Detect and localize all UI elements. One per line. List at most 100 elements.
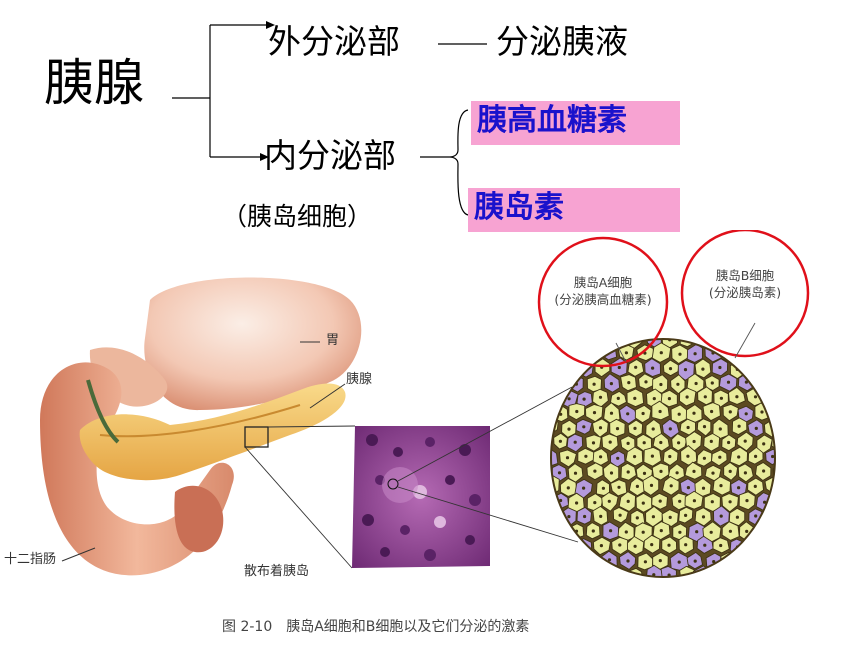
cell-nucleus (618, 513, 622, 517)
pancreas-leader (309, 383, 346, 409)
cell-nucleus (582, 425, 586, 429)
cell-nucleus (598, 395, 603, 399)
cell-nucleus (598, 426, 603, 430)
cell-nucleus (635, 484, 640, 488)
b-cell-name: 胰岛B细胞 (715, 268, 775, 283)
stomach-label: 胃 (326, 333, 340, 348)
b-cell-pointer (734, 322, 756, 359)
cell-nucleus (566, 486, 570, 490)
cell-nucleus (617, 365, 621, 370)
cell-nucleus (650, 454, 655, 458)
cell-nucleus (744, 412, 748, 416)
cell-nucleus (718, 365, 722, 370)
cell-nucleus (582, 545, 586, 549)
cell-nucleus (710, 500, 714, 504)
cell-nucleus (593, 501, 597, 505)
cell-nucleus (719, 543, 723, 548)
islets-label: 散布着胰岛 (244, 564, 310, 579)
pancreas-figure (40, 230, 810, 578)
cell-nucleus (763, 500, 767, 504)
cell-nucleus (735, 395, 739, 399)
cell-nucleus (701, 573, 705, 577)
cell-nucleus (615, 427, 620, 431)
a-cell-secretion: (分泌胰高血糖素) (554, 291, 652, 307)
pancreas-label: 胰腺 (346, 372, 373, 387)
cell-nucleus (591, 441, 596, 445)
cell-nucleus (593, 469, 597, 473)
cell-nucleus (726, 380, 731, 384)
cell-nucleus (651, 515, 656, 519)
cell-nucleus (607, 558, 612, 562)
cell-nucleus (626, 559, 630, 563)
cell-nucleus (641, 530, 645, 534)
pancreas-title: 胰腺 (44, 54, 144, 112)
cell-nucleus (693, 559, 697, 563)
cell-nucleus (677, 412, 681, 416)
cell-nucleus (616, 456, 620, 460)
b-cell-label: 胰岛B细胞 (分泌胰岛素) (692, 268, 798, 302)
cell-nucleus (626, 441, 630, 445)
duodenum-leader (61, 547, 96, 562)
cell-nucleus (659, 529, 663, 533)
cell-nucleus (633, 339, 637, 341)
cell-nucleus (745, 499, 749, 503)
cell-nucleus (727, 440, 731, 445)
cell-nucleus (624, 351, 629, 355)
a-cell-pointer (615, 342, 627, 363)
islet-zoom-lower (397, 486, 579, 543)
cell-nucleus (582, 486, 586, 490)
cell-nucleus (762, 469, 766, 473)
cell-nucleus (617, 485, 621, 489)
cell-nucleus (743, 439, 747, 443)
cell-nucleus (675, 471, 679, 475)
cell-nucleus (711, 471, 715, 475)
cell-nucleus (567, 515, 571, 519)
cell-nucleus (668, 367, 673, 371)
cell-nucleus (601, 486, 606, 490)
cell-nucleus (627, 381, 631, 385)
pancreatic-duct (99, 404, 301, 438)
cell-nucleus (692, 439, 696, 444)
figure-caption: 图 2-10 胰岛A细胞和B细胞以及它们分泌的激素 (222, 619, 530, 635)
cell-nucleus (686, 454, 690, 458)
cell-nucleus (607, 499, 611, 503)
cell-nucleus (728, 410, 732, 414)
cell-nucleus (667, 397, 672, 401)
exocrine-product: 分泌胰液 (496, 22, 628, 61)
cell-nucleus (635, 516, 639, 520)
cell-nucleus (762, 442, 766, 446)
cell-nucleus (557, 471, 562, 475)
cell-nucleus (599, 455, 603, 459)
cell-nucleus (692, 499, 697, 503)
cell-nucleus (744, 380, 749, 384)
cell-nucleus (701, 515, 706, 519)
cell-nucleus (582, 397, 586, 401)
cell-nucleus (633, 544, 637, 548)
cell-nucleus (678, 499, 682, 503)
cell-nucleus (771, 454, 775, 459)
hormone-glucagon: 胰高血糖素 (471, 101, 680, 145)
cell-nucleus (584, 454, 588, 458)
cell-nucleus (565, 456, 570, 460)
b-cell-secretion: (分泌胰岛素) (708, 284, 782, 300)
cell-nucleus (609, 411, 614, 415)
cell-nucleus (693, 352, 697, 356)
cell-nucleus (643, 560, 648, 564)
cell-nucleus (633, 455, 637, 459)
cell-nucleus (692, 411, 696, 415)
cell-nucleus (558, 439, 563, 443)
cell-nucleus (735, 515, 740, 519)
a-cell-label: 胰岛A细胞 (分泌胰高血糖素) (543, 275, 663, 309)
cell-nucleus (677, 441, 681, 445)
cell-nucleus (626, 499, 630, 503)
cell-nucleus (718, 427, 722, 431)
cell-nucleus (668, 454, 672, 459)
cell-nucleus (701, 486, 706, 490)
pancreas (79, 383, 346, 481)
cell-nucleus (591, 529, 595, 533)
cell-nucleus (703, 395, 707, 399)
cell-nucleus (692, 469, 696, 473)
cell-nucleus (695, 530, 699, 534)
cell-nucleus (642, 441, 646, 445)
cell-nucleus (626, 412, 630, 416)
